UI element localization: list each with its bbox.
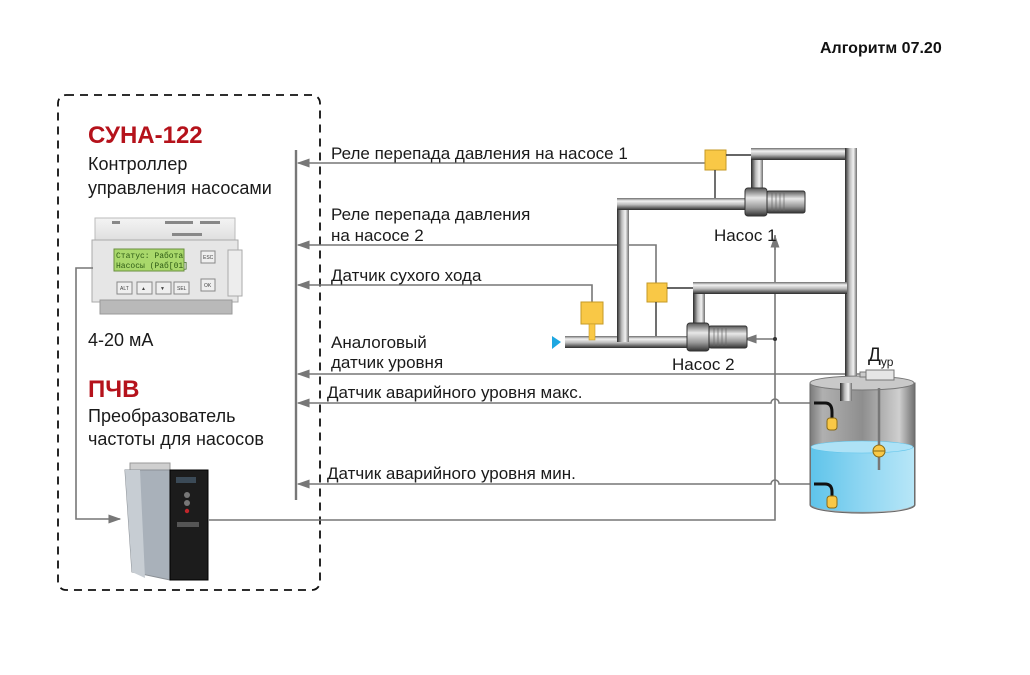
signal-relay-pump2-label-line2: на насосе 2 (331, 226, 424, 245)
signal-dry-run-label: Датчик сухого хода (331, 266, 482, 285)
signal-emergency-min-label: Датчик аварийного уровня мин. (327, 464, 576, 483)
pump-2-label: Насос 2 (672, 355, 735, 374)
signal-analog-level-label-line2: датчик уровня (331, 353, 443, 372)
relay-pump2-box (646, 282, 693, 336)
signal-analog-level-label-line1: Аналоговый (331, 333, 427, 352)
signal-relay-pump1: Реле перепада давления на насосе 1 (296, 144, 705, 168)
dry-run-sensor (580, 301, 604, 341)
down-button[interactable] (155, 281, 172, 295)
esc-button[interactable] (200, 250, 216, 264)
converter-brand: ПЧВ (88, 376, 139, 403)
up-button[interactable] (136, 281, 153, 295)
signal-relay-pump2-label-line1: Реле перепада давления (331, 205, 530, 224)
relay-pump1-box (704, 149, 751, 198)
inlet-arrow-icon (552, 336, 561, 349)
level-sensor-head (859, 369, 895, 381)
signal-relay-pump2: Реле перепада давления на насосе 2 (296, 205, 657, 287)
converter-output-wire (208, 235, 776, 521)
ok-button-label: OK (204, 283, 212, 289)
level-sensor-letter: Д (868, 345, 881, 366)
signal-emergency-max-label: Датчик аварийного уровня макс. (327, 383, 583, 402)
converter-desc-line2: частоты для насосов (88, 429, 264, 449)
controller-buttons: ALT ▲ ▼ SEL ESC OK (116, 250, 216, 295)
frequency-converter-device (124, 462, 209, 581)
pump-2 (686, 322, 748, 352)
signal-dry-run: Датчик сухого хода (296, 266, 593, 303)
signal-4-20ma-label: 4-20 мА (88, 330, 153, 350)
controller-brand: СУНА-122 (88, 122, 203, 149)
level-sensor-label: Дур (868, 345, 894, 369)
pump-1-label: Насос 1 (714, 226, 777, 245)
alt-button-label: ALT (120, 286, 129, 292)
pipework (565, 148, 857, 398)
signal-relay-pump1-label: Реле перепада давления на насосе 1 (331, 144, 628, 163)
controller-desc-line1: Контроллер (88, 154, 187, 174)
junction-dot (773, 337, 777, 341)
terminal-markings (112, 221, 220, 236)
controller-desc-line2: управления насосами (88, 178, 272, 198)
pump-1 (744, 187, 806, 217)
sel-button[interactable] (173, 281, 190, 295)
controller-device: Статус: Работа Насосы (Раб[01] ALT ▲ ▼ S… (91, 217, 243, 315)
controller-lcd (113, 248, 185, 272)
signal-emergency-max: Датчик аварийного уровня макс. (296, 383, 812, 408)
algorithm-label: Алгоритм 07.20 (820, 40, 942, 57)
water-tank (809, 375, 916, 514)
ok-button[interactable] (200, 278, 216, 292)
alt-button[interactable] (116, 281, 133, 295)
cabinet-boundary (57, 94, 321, 591)
analog-output-wire (75, 267, 122, 524)
converter-desc-line1: Преобразователь (88, 406, 235, 426)
signal-analog-level: Аналоговый датчик уровня (296, 333, 864, 379)
up-button-label: ▲ (141, 286, 146, 292)
lcd-line2: Насосы (Раб[01] (116, 262, 188, 271)
sel-button-label: SEL (177, 286, 187, 292)
down-button-label: ▼ (160, 286, 165, 292)
esc-button-label: ESC (203, 255, 214, 261)
signal-emergency-min: Датчик аварийного уровня мин. (296, 464, 812, 489)
level-sensor-subscript: ур (881, 355, 894, 369)
lcd-line1: Статус: Работа (116, 252, 183, 261)
water-level (811, 447, 914, 512)
